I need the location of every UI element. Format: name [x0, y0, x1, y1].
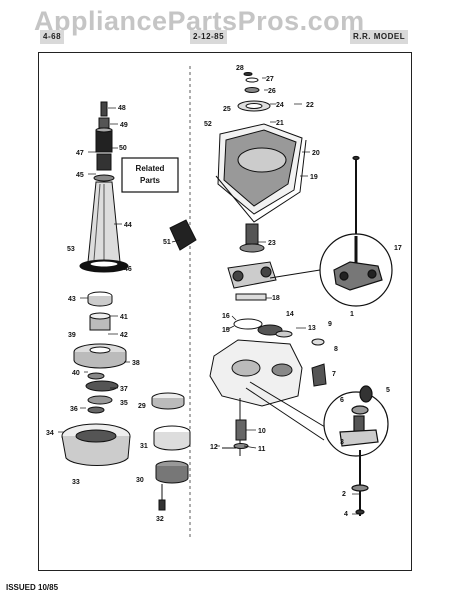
label-28: 28 [236, 65, 244, 72]
label-27: 27 [266, 76, 274, 83]
detail-circle-17 [269, 155, 393, 307]
label-42: 42 [120, 332, 128, 339]
label-4: 4 [344, 511, 348, 518]
header-left: 4-68 [40, 30, 65, 44]
label-31: 31 [140, 443, 148, 450]
label-43: 43 [68, 296, 76, 303]
label-7: 7 [332, 371, 336, 378]
label-3: 3 [340, 439, 344, 446]
label-29: 29 [138, 403, 146, 410]
label-51: 51 [163, 239, 171, 246]
label-25: 25 [223, 106, 231, 113]
label-1: 1 [350, 311, 354, 318]
related-parts-line1: Related [136, 164, 165, 173]
label-46: 46 [124, 266, 132, 273]
issued-date: ISSUED 10/85 [6, 583, 59, 592]
part-labels: 48 49 50 47 45 44 53 46 43 41 39 42 38 4… [46, 65, 402, 523]
label-6: 6 [340, 397, 344, 404]
label-8: 8 [334, 346, 338, 353]
label-24: 24 [276, 102, 284, 109]
label-40: 40 [72, 370, 80, 377]
diagram-frame [38, 52, 412, 571]
lower-center-assembly [151, 392, 191, 511]
label-39: 39 [68, 332, 76, 339]
label-38: 38 [132, 360, 140, 367]
label-11: 11 [258, 446, 266, 453]
related-parts-box: Related Parts [121, 157, 179, 193]
header-right: R.R. MODEL [350, 30, 409, 44]
label-36: 36 [70, 406, 78, 413]
label-52: 52 [204, 121, 212, 128]
label-35: 35 [120, 400, 128, 407]
label-2: 2 [342, 491, 346, 498]
label-50: 50 [119, 145, 127, 152]
label-17: 17 [394, 245, 402, 252]
label-45: 45 [76, 172, 84, 179]
label-49: 49 [120, 122, 128, 129]
label-47: 47 [76, 150, 84, 157]
label-16: 16 [222, 313, 230, 320]
label-9: 9 [328, 321, 332, 328]
label-20: 20 [312, 150, 320, 157]
leader-lines [58, 77, 360, 515]
agitator-shaft-assembly [61, 101, 131, 467]
label-33: 33 [72, 479, 80, 486]
label-41: 41 [120, 314, 128, 321]
transmission-assembly [209, 72, 327, 456]
label-15: 15 [222, 327, 230, 334]
label-34: 34 [46, 430, 54, 437]
label-26: 26 [268, 88, 276, 95]
label-18: 18 [272, 295, 280, 302]
label-14: 14 [286, 311, 294, 318]
label-12: 12 [210, 444, 218, 451]
label-21: 21 [276, 120, 284, 127]
label-37: 37 [120, 386, 128, 393]
label-5: 5 [386, 387, 390, 394]
label-48: 48 [118, 105, 126, 112]
label-10: 10 [258, 428, 266, 435]
label-53: 53 [67, 246, 75, 253]
label-32: 32 [156, 516, 164, 523]
pad-part-51 [169, 219, 197, 251]
header-center: 2-12-85 [190, 30, 228, 44]
label-13: 13 [308, 325, 316, 332]
label-19: 19 [310, 174, 318, 181]
detail-circle-lower [245, 381, 389, 516]
related-parts-line2: Parts [140, 176, 161, 185]
label-44: 44 [124, 222, 132, 229]
label-30: 30 [136, 477, 144, 484]
label-22: 22 [306, 102, 314, 109]
label-23: 23 [268, 240, 276, 247]
